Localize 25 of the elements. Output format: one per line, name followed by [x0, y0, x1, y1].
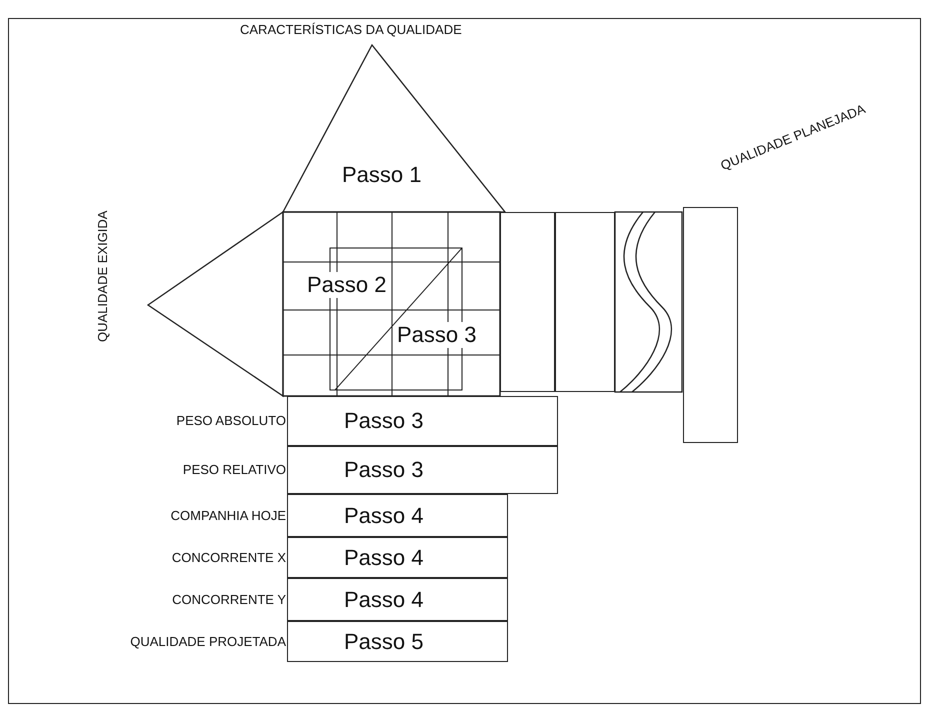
step-label: Passo 3	[344, 457, 424, 483]
row-label: COMPANHIA HOJE	[170, 508, 286, 522]
step-label: Passo 4	[344, 586, 424, 612]
step-row	[287, 396, 558, 446]
row-label: CONCORRENTE Y	[172, 592, 286, 606]
step-label: Passo 3	[397, 322, 476, 348]
row-label: CONCORRENTE X	[172, 550, 286, 564]
row-label: QUALIDADE PROJETADA	[130, 634, 286, 648]
step-label: Passo 1	[342, 162, 422, 188]
step-row	[287, 446, 558, 494]
step-row	[287, 537, 508, 578]
rotated-label: QUALIDADE EXIGIDA	[95, 210, 110, 342]
step-row	[287, 621, 508, 662]
matrix-column	[500, 212, 555, 392]
step-label: Passo 3	[344, 408, 424, 434]
step-label: Passo 2	[307, 272, 386, 298]
heading-text: CARACTERÍSTICAS DA QUALIDADE	[240, 22, 462, 37]
matrix-column	[555, 212, 615, 392]
row-label: PESO RELATIVO	[182, 462, 286, 477]
step-label: Passo 4	[344, 544, 424, 570]
step-row	[287, 578, 508, 621]
step-row	[287, 494, 508, 537]
step-label: Passo 4	[344, 502, 424, 528]
row-label: PESO ABSOLUTO	[176, 413, 286, 428]
step-label: Passo 5	[344, 628, 424, 654]
